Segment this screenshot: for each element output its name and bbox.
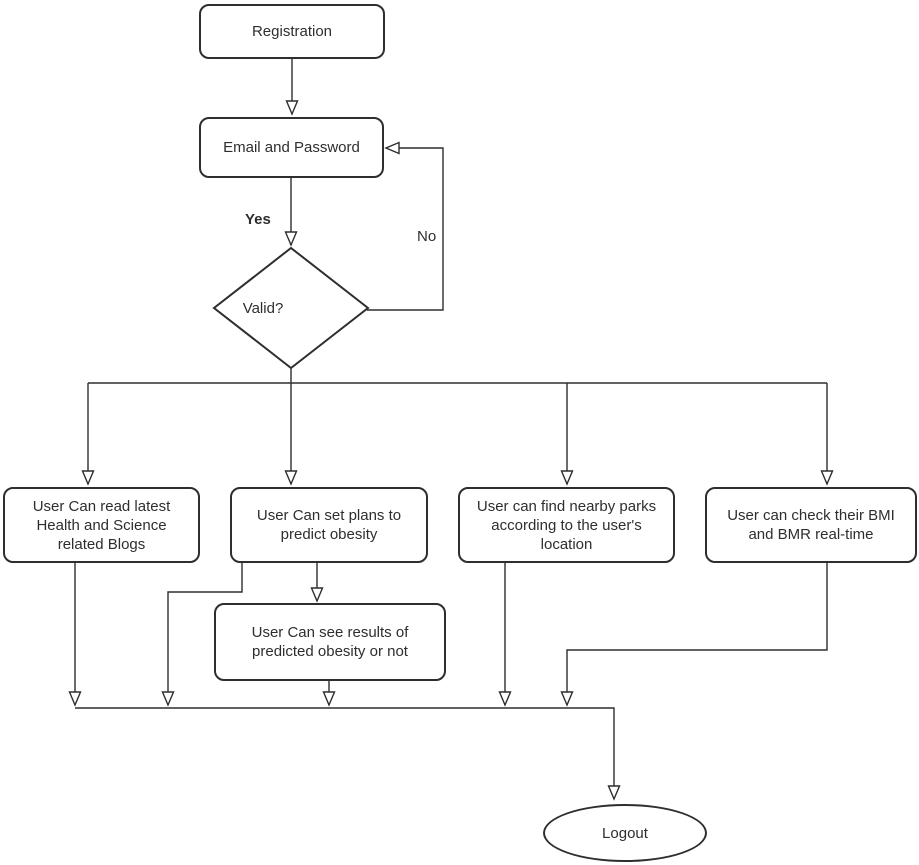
valid-diamond-shape: [212, 246, 370, 370]
edge-plans-to-merge: [168, 563, 243, 705]
node-check-bmi-label: User can check their BMI and BMR real-ti…: [727, 507, 895, 543]
edge-valid-no-loop: [367, 148, 444, 311]
node-registration: Registration: [199, 4, 385, 59]
node-read-blogs: User Can read latest Health and Science …: [3, 487, 200, 563]
node-registration-label: Registration: [251, 23, 333, 40]
edge-label-no: No: [417, 228, 437, 245]
node-set-plans: User Can set plans to predict obesity: [230, 487, 428, 563]
node-email-password-label: Email and Password: [223, 139, 360, 156]
edge-bmi-to-merge: [567, 563, 828, 705]
node-see-results-label: User Can see results of predicted obesit…: [251, 624, 409, 660]
node-email-password: Email and Password: [199, 117, 384, 178]
node-valid-label: Valid?: [242, 300, 284, 317]
edge-label-yes: Yes: [245, 211, 271, 228]
node-set-plans-label: User Can set plans to predict obesity: [256, 507, 402, 543]
edge-merge-to-logout: [75, 707, 614, 799]
node-check-bmi: User can check their BMI and BMR real-ti…: [705, 487, 917, 563]
node-read-blogs-label: User Can read latest Health and Science …: [32, 497, 171, 553]
node-logout-label: Logout: [602, 824, 648, 842]
node-logout: Logout: [543, 804, 707, 862]
node-find-parks: User can find nearby parks according to …: [458, 487, 675, 563]
node-find-parks-label: User can find nearby parks according to …: [476, 497, 657, 553]
node-see-results: User Can see results of predicted obesit…: [214, 603, 446, 681]
